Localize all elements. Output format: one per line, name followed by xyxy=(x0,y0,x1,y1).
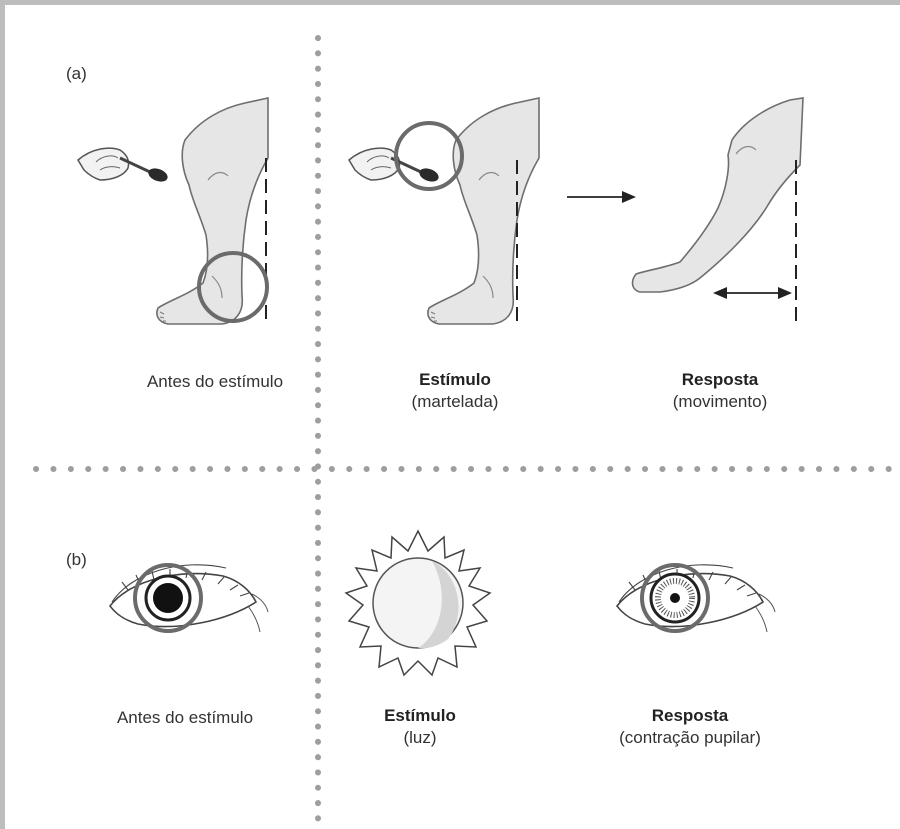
caption-a-stimulus: Estímulo (martelada) xyxy=(355,369,555,413)
leg-figure xyxy=(157,98,268,324)
dilated-pupil xyxy=(153,583,183,613)
caption-detail: (movimento) xyxy=(673,392,767,411)
leg-figure xyxy=(428,98,539,324)
caption-detail: (martelada) xyxy=(412,392,499,411)
caption-text: Antes do estímulo xyxy=(147,372,283,391)
leg-response-illustration xyxy=(633,98,803,326)
panel-a-label: (a) xyxy=(66,64,87,84)
constricted-pupil xyxy=(670,593,680,603)
kicked-leg-figure xyxy=(633,98,803,292)
caption-title: Resposta xyxy=(630,369,810,391)
movement-double-arrow xyxy=(713,287,792,299)
caption-a-response: Resposta (movimento) xyxy=(630,369,810,413)
leg-before-illustration xyxy=(78,98,268,326)
caption-text: Antes do estímulo xyxy=(117,708,253,727)
transition-arrow xyxy=(567,191,636,203)
caption-title: Estímulo xyxy=(335,705,505,727)
caption-b-stimulus: Estímulo (luz) xyxy=(335,705,505,749)
caption-b-before: Antes do estímulo xyxy=(65,707,305,729)
eye-before-illustration xyxy=(110,565,268,632)
eye-response-illustration xyxy=(617,565,775,632)
caption-b-response: Resposta (contração pupilar) xyxy=(580,705,800,749)
caption-title: Resposta xyxy=(580,705,800,727)
panel-b-label: (b) xyxy=(66,550,87,570)
caption-detail: (luz) xyxy=(403,728,436,747)
caption-title: Estímulo xyxy=(355,369,555,391)
reflex-hammer-hand xyxy=(78,148,169,184)
caption-detail: (contração pupilar) xyxy=(619,728,761,747)
sun-light-icon xyxy=(346,531,490,675)
caption-a-before: Antes do estímulo xyxy=(95,371,335,393)
leg-stimulus-illustration xyxy=(349,98,539,326)
